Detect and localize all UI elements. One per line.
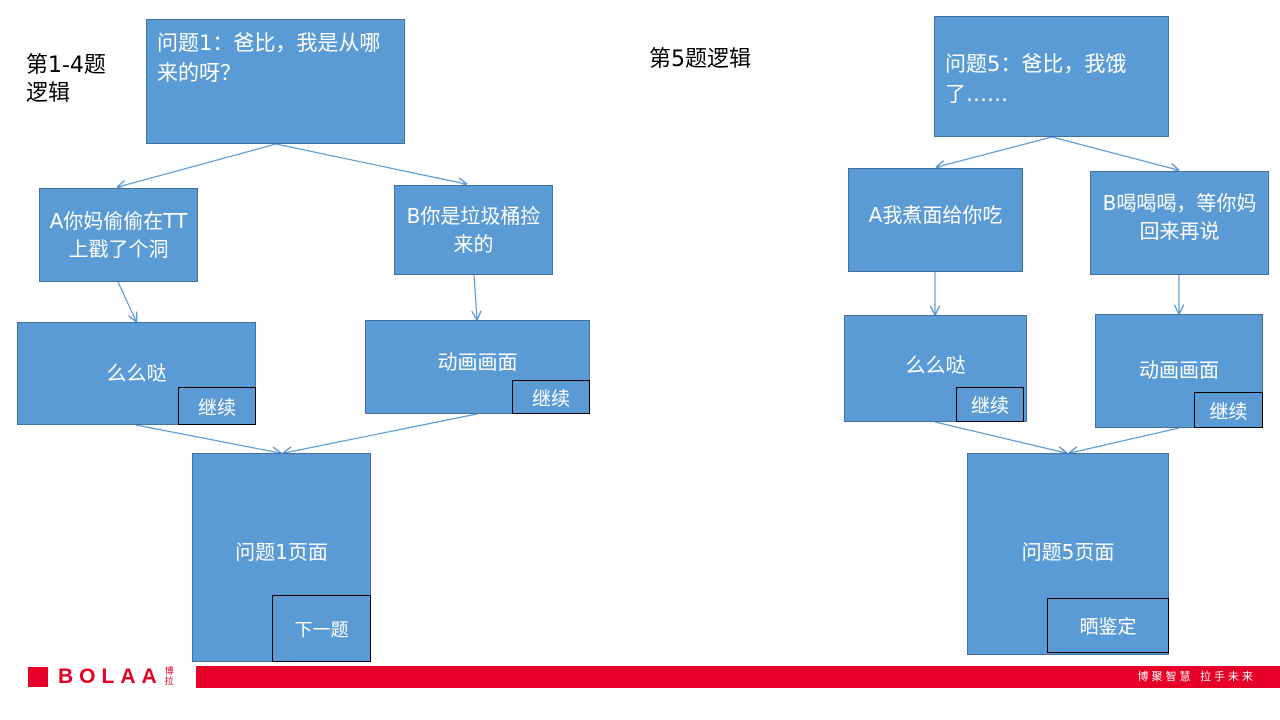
- logo-text: BOLAA: [58, 665, 163, 688]
- option-a5-box[interactable]: A我煮面给你吃: [848, 168, 1023, 272]
- connector-q5-to-a: [937, 136, 1053, 167]
- page-5-text: 问题5页面: [1021, 539, 1115, 564]
- option-b5-text: B喝喝喝，等你妈回来再说: [1102, 191, 1257, 243]
- option-b5-box[interactable]: B喝喝喝，等你妈回来再说: [1090, 171, 1269, 275]
- left-title: 第1-4题逻辑: [26, 53, 106, 106]
- result-b5-text: 动画画面: [1139, 358, 1219, 382]
- option-b-text: B你是垃圾桶捡来的: [406, 204, 541, 256]
- connector-result-b-to-page: [284, 413, 478, 453]
- question-1-box: 问题1：爸比，我是从哪来的呀？: [146, 19, 405, 144]
- result-a5-text: 么么哒: [905, 352, 966, 377]
- connector-q5-to-b: [1051, 136, 1178, 170]
- result-b-box: 动画画面: [365, 320, 590, 414]
- footer-slogan: 博聚智慧 拉手未来: [1137, 670, 1256, 683]
- share-result-button[interactable]: 晒鉴定: [1047, 598, 1169, 653]
- connector-q1-to-b: [275, 143, 466, 184]
- next-question-button[interactable]: 下一题: [272, 595, 371, 662]
- continue-button-a5[interactable]: 继续: [956, 387, 1024, 422]
- question-5-box: 问题5：爸比，我饿了……: [934, 16, 1169, 137]
- logo-sub-text: 博拉: [164, 667, 174, 687]
- right-title: 第5题逻辑: [649, 47, 751, 72]
- continue-button-b5[interactable]: 继续: [1194, 392, 1263, 428]
- continue-button-b[interactable]: 继续: [512, 380, 590, 414]
- option-a-text: A你妈偷偷在TT上戳了个洞: [49, 209, 188, 261]
- result-b-text: 动画画面: [437, 350, 518, 374]
- result-b5-box: 动画画面: [1095, 314, 1263, 428]
- result-a-text: 么么哒: [106, 360, 167, 385]
- connector-result-a-to-page: [135, 424, 280, 453]
- brand-logo: BOLAA 博拉: [28, 664, 177, 690]
- footer-bar: 博聚智慧 拉手未来: [196, 666, 1280, 688]
- connector-q1-to-a: [118, 143, 277, 187]
- connector-result-b5-to-page: [1070, 427, 1180, 453]
- page-1-text: 问题1页面: [235, 539, 328, 564]
- option-a5-text: A我煮面给你吃: [868, 203, 1003, 227]
- continue-button-a[interactable]: 继续: [178, 387, 256, 425]
- question-1-text: 问题1：爸比，我是从哪来的呀？: [157, 31, 381, 85]
- question-5-text: 问题5：爸比，我饿了……: [945, 52, 1127, 106]
- connector-result-a5-to-page: [934, 421, 1066, 453]
- option-b-box[interactable]: B你是垃圾桶捡来的: [394, 185, 553, 275]
- connector-b-to-result-b: [474, 274, 477, 319]
- logo-square-icon: [28, 667, 48, 687]
- connector-a-to-result-a: [117, 281, 136, 321]
- option-a-box[interactable]: A你妈偷偷在TT上戳了个洞: [39, 188, 198, 282]
